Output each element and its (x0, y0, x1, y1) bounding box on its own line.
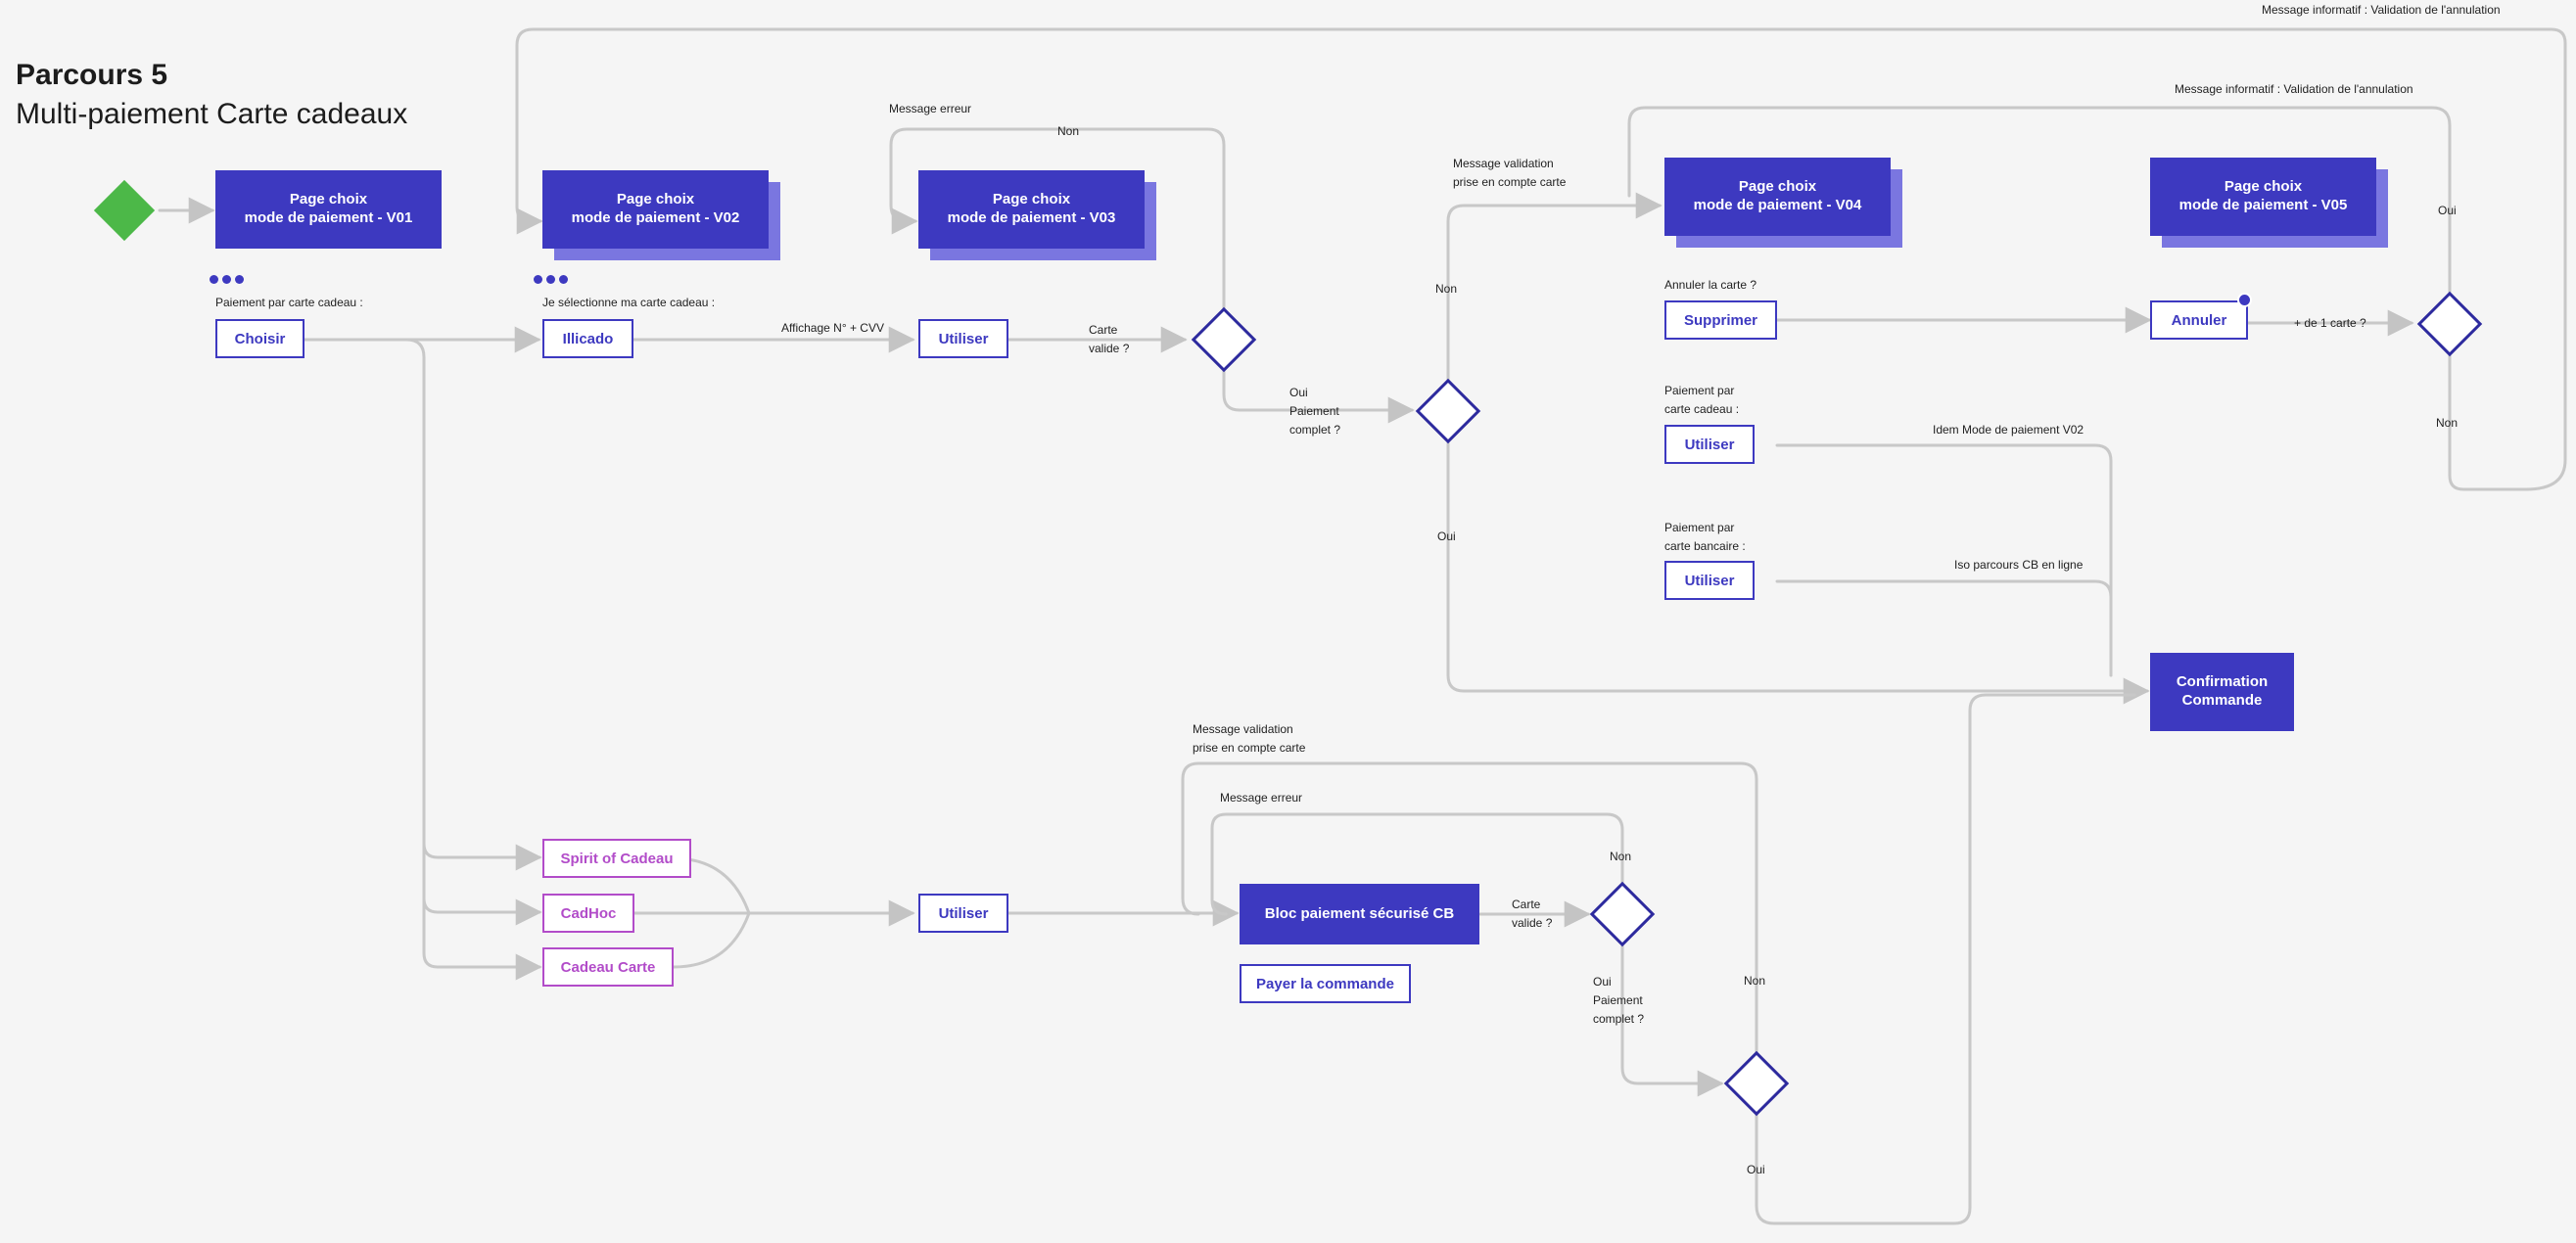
connector-non-validation-loop (1181, 761, 1758, 1054)
note-message-erreur-top: Message erreur (889, 102, 972, 115)
notification-badge (2237, 293, 2252, 307)
note-message-informatif-outer: Message informatif : Validation de l'ann… (2262, 3, 2501, 17)
page-choix-v01[interactable]: Page choix mode de paiement - V01 (215, 170, 442, 249)
page-choix-v04[interactable]: Page choix mode de paiement - V04 (1664, 158, 1891, 236)
connector-non-loop-v03 (889, 127, 1226, 310)
note-message-erreur-bottom: Message erreur (1220, 791, 1303, 805)
note-oui-bottom: Oui (1747, 1163, 1765, 1176)
note-carte-valide-top: Carte valide ? (1089, 323, 1130, 356)
connector-to-spirit (422, 842, 542, 871)
note-non-left: Non (1435, 282, 1458, 296)
note-message-informatif-inner: Message informatif : Validation de l'ann… (2175, 82, 2413, 96)
page-title: Parcours 5 (16, 59, 168, 91)
utiliser-carte-bancaire-button[interactable]: Utiliser (1664, 561, 1755, 600)
spirit-of-cadeau-button[interactable]: Spirit of Cadeau (542, 839, 691, 878)
cadeau-carte-button[interactable]: Cadeau Carte (542, 947, 674, 987)
note-oui-paiement-complet-top: Oui Paiement complet ? (1289, 386, 1341, 437)
note-message-validation-bottom: Message validation prise en compte carte (1193, 722, 1306, 756)
page-label: Confirmation Commande (2176, 673, 2269, 709)
note-paiement-par-carte-cadeau: Paiement par carte cadeau : (1664, 384, 1740, 417)
connector-choisir-bottom (404, 338, 440, 969)
page-choix-v05[interactable]: Page choix mode de paiement - V05 (2150, 158, 2376, 236)
connector-oui-loop-v04 (1627, 106, 2452, 294)
more-options-icon[interactable] (534, 275, 568, 284)
decision-carte-valide-top (1191, 306, 1257, 373)
connector-non-v04 (1446, 192, 1663, 382)
utiliser-button[interactable]: Utiliser (918, 319, 1008, 358)
annuler-button[interactable]: Annuler (2150, 300, 2248, 340)
bloc-paiement-securise[interactable]: Bloc paiement sécurisé CB (1240, 884, 1479, 944)
note-oui-left: Oui (1437, 529, 1456, 543)
choisir-button[interactable]: Choisir (215, 319, 304, 358)
connector-cadeau-confirmation (1775, 443, 2113, 677)
note-paiement-par-carte-bancaire: Paiement par carte bancaire : (1664, 521, 1746, 554)
page-subtitle: Multi-paiement Carte cadeaux (16, 98, 408, 130)
note-non-top: Non (1057, 124, 1080, 138)
note-plus-de-1-carte: + de 1 carte ? (2294, 316, 2366, 330)
page-choix-v03[interactable]: Page choix mode de paiement - V03 (918, 170, 1145, 249)
connector-error-loop (1210, 812, 1624, 916)
connector-oui-bottom-confirmation (1755, 693, 2136, 1225)
supprimer-button[interactable]: Supprimer (1664, 300, 1777, 340)
decision-paiement-complet-top (1415, 378, 1481, 444)
connector-oui-confirmation (1446, 441, 2150, 705)
decision-carte-valide-bottom (1589, 881, 1656, 947)
page-label: Page choix mode de paiement - V03 (947, 191, 1116, 226)
decision-plus-de-1-carte (2416, 291, 2483, 357)
page-label: Page choix mode de paiement - V04 (1693, 178, 1862, 213)
connector-oui-complet-bottom (1620, 944, 1724, 1097)
cadhoc-button[interactable]: CadHoc (542, 894, 634, 933)
connector-cadeau-merge (672, 911, 751, 969)
start-node (93, 179, 156, 242)
page-label: Page choix mode de paiement - V01 (244, 191, 413, 226)
note-annuler-la-carte: Annuler la carte ? (1664, 278, 1757, 292)
note-affichage: Affichage N° + CVV (781, 321, 884, 335)
note-iso-parcours: Iso parcours CB en ligne (1954, 558, 2084, 572)
connector-to-cadhoc (422, 897, 542, 926)
note-oui-paiement-complet-bottom: Oui Paiement complet ? (1593, 975, 1645, 1027)
note-paiement-carte-cadeau: Paiement par carte cadeau : (215, 296, 363, 309)
note-message-validation-top: Message validation prise en compte carte (1453, 157, 1567, 190)
note-non-right: Non (2436, 416, 2459, 430)
note-idem-mode: Idem Mode de paiement V02 (1933, 423, 2084, 437)
note-non-bottom-a: Non (1610, 850, 1632, 863)
utiliser-bottom-button[interactable]: Utiliser (918, 894, 1008, 933)
note-non-bottom-b: Non (1744, 974, 1766, 988)
note-oui-right: Oui (2438, 204, 2457, 217)
decision-paiement-complet-bottom (1723, 1050, 1790, 1117)
page-label: Page choix mode de paiement - V05 (2178, 178, 2348, 213)
connector-non-loop-v02 (2448, 353, 2530, 491)
connector-bancaire-confirmation (1775, 579, 2113, 677)
page-choix-v02[interactable]: Page choix mode de paiement - V02 (542, 170, 769, 249)
utiliser-carte-cadeau-button[interactable]: Utiliser (1664, 425, 1755, 464)
page-label: Page choix mode de paiement - V02 (571, 191, 740, 226)
confirmation-commande[interactable]: Confirmation Commande (2150, 653, 2294, 731)
connector-outer-loop-v02 (515, 27, 2567, 491)
connector-oui-complet (1222, 368, 1415, 424)
more-options-icon[interactable] (210, 275, 244, 284)
note-je-selectionne: Je sélectionne ma carte cadeau : (542, 296, 716, 309)
illicado-button[interactable]: Illicado (542, 319, 633, 358)
page-label: Bloc paiement sécurisé CB (1264, 904, 1455, 922)
payer-commande-button[interactable]: Payer la commande (1240, 964, 1411, 1003)
note-carte-valide-bottom: Carte valide ? (1512, 898, 1553, 931)
